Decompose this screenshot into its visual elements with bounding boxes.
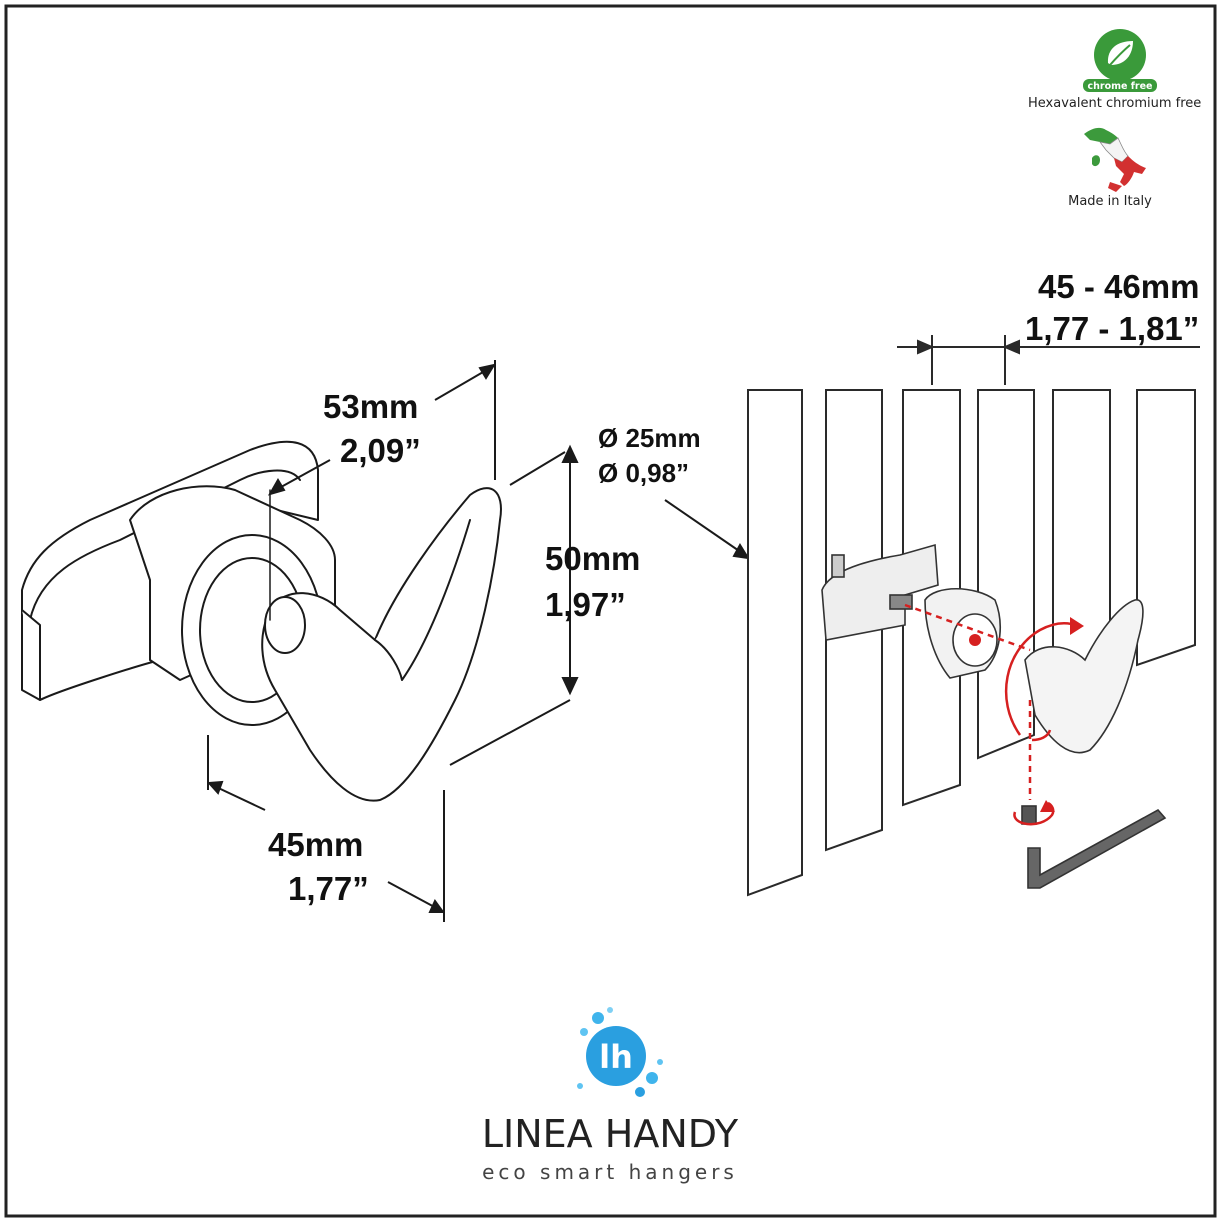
logo-letters: lh: [599, 1038, 633, 1076]
made-in-italy-caption: Made in Italy: [1068, 194, 1152, 209]
width-in-label: 1,77”: [288, 870, 369, 907]
mounting-parts: [821, 543, 1167, 889]
hook-drawing: [21, 440, 502, 802]
assembly-arrows: [904, 603, 1084, 826]
brand-tagline: eco smart hangers: [482, 1160, 738, 1184]
dimension-lines-left: [206, 360, 750, 922]
diameter-mm-label: Ø 25mm: [598, 423, 701, 453]
linea-handy-logo: lh: [577, 1007, 663, 1097]
brand-name: LINEA HANDY: [481, 1112, 739, 1156]
width-mm-label: 45mm: [268, 826, 364, 863]
spacing-mm-label: 45 - 46mm: [1038, 268, 1200, 305]
height-mm-label: 50mm: [545, 540, 641, 577]
chrome-free-caption: Hexavalent chromium free: [1028, 96, 1202, 111]
italy-map-icon: [1084, 127, 1146, 192]
diameter-in-label: Ø 0,98”: [598, 458, 690, 488]
height-in-label: 1,97”: [545, 586, 626, 623]
spacing-in-label: 1,77 - 1,81”: [1025, 310, 1200, 347]
depth-in-label: 2,09”: [340, 432, 421, 469]
chrome-free-badge: chrome free: [1083, 29, 1157, 92]
chrome-free-label: chrome free: [1088, 81, 1153, 92]
depth-mm-label: 53mm: [323, 388, 419, 425]
